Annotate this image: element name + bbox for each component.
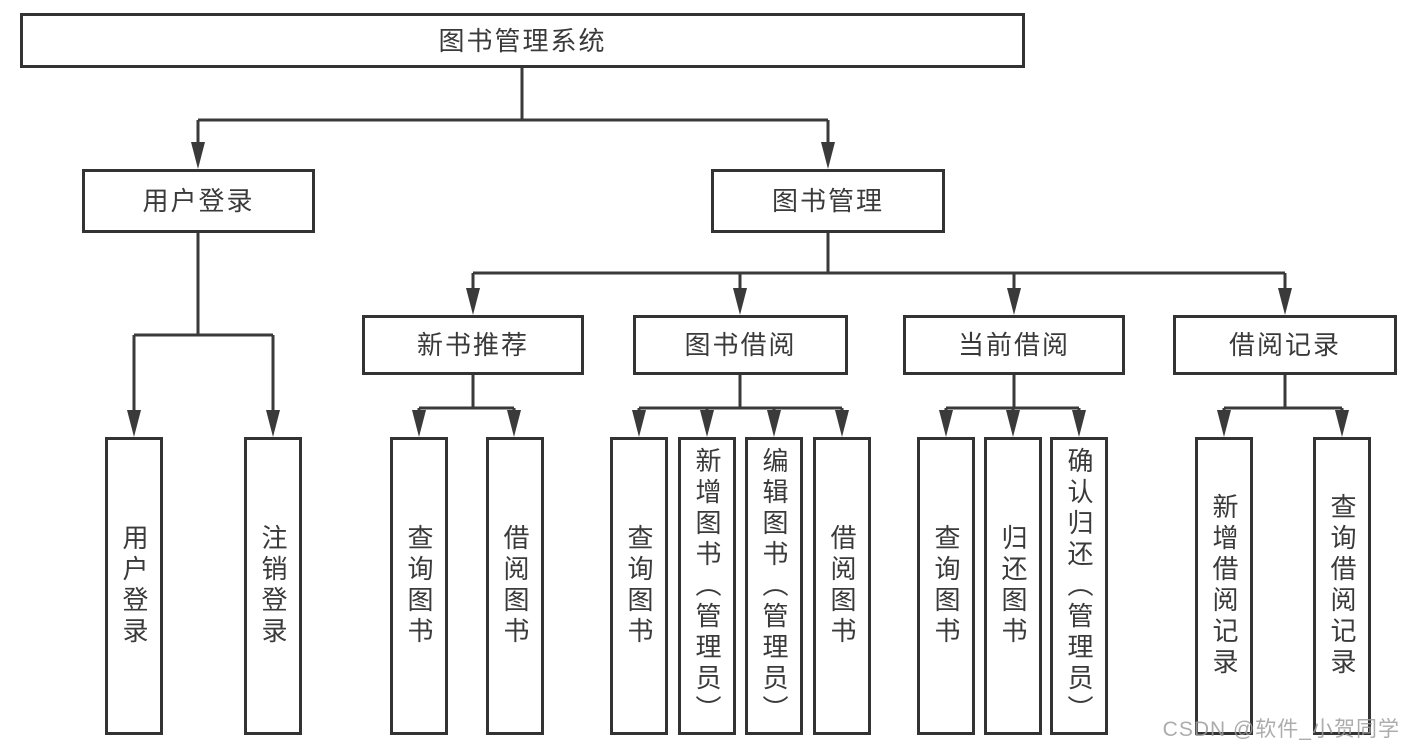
arrow-down — [733, 288, 747, 315]
arrow-down — [821, 142, 835, 169]
leaf-query-books-current: 查询图书 — [917, 437, 975, 735]
leaf-query-borrow-record: 查询借阅记录 — [1313, 437, 1371, 735]
leaf-add-books-admin: 新增图书（管理员） — [678, 437, 736, 735]
node-book-borrowing: 图书借阅 — [633, 315, 848, 375]
arrow-down — [1006, 410, 1020, 437]
arrow-down — [1072, 410, 1086, 437]
leaf-confirm-return-admin: 确认归还（管理员） — [1050, 437, 1108, 735]
node-book-management-branch: 图书管理 — [711, 169, 945, 233]
arrow-down — [939, 410, 953, 437]
arrow-down — [767, 410, 781, 437]
leaf-query-books-borrow: 查询图书 — [610, 437, 668, 735]
arrow-down — [466, 288, 480, 315]
node-borrowing-records: 借阅记录 — [1173, 315, 1397, 375]
arrow-down — [412, 410, 426, 437]
node-current-borrowing: 当前借阅 — [903, 315, 1125, 375]
leaf-user-login: 用户登录 — [105, 437, 163, 735]
leaf-edit-books-admin: 编辑图书（管理员） — [745, 437, 803, 735]
node-user-login-branch: 用户登录 — [82, 169, 315, 233]
node-new-book-recommend: 新书推荐 — [362, 315, 584, 375]
arrow-down — [700, 410, 714, 437]
arrow-down — [266, 410, 280, 437]
leaf-logout: 注销登录 — [244, 437, 302, 735]
node-book-management-system: 图书管理系统 — [20, 13, 1025, 68]
leaf-query-books-recommend: 查询图书 — [390, 437, 448, 735]
arrow-down — [632, 410, 646, 437]
arrow-down — [1335, 410, 1349, 437]
arrow-down — [1278, 288, 1292, 315]
leaf-add-borrow-record: 新增借阅记录 — [1195, 437, 1253, 735]
leaf-borrow-books-recommend: 借阅图书 — [486, 437, 544, 735]
arrow-down — [1217, 410, 1231, 437]
arrow-down — [191, 142, 205, 169]
arrow-down — [507, 410, 521, 437]
leaf-borrow-books: 借阅图书 — [813, 437, 871, 735]
arrow-down — [127, 410, 141, 437]
csdn-watermark: CSDN @软件_小贺同学 — [1162, 718, 1400, 741]
leaf-return-books: 归还图书 — [984, 437, 1042, 735]
arrow-down — [1007, 288, 1021, 315]
arrow-down — [835, 410, 849, 437]
